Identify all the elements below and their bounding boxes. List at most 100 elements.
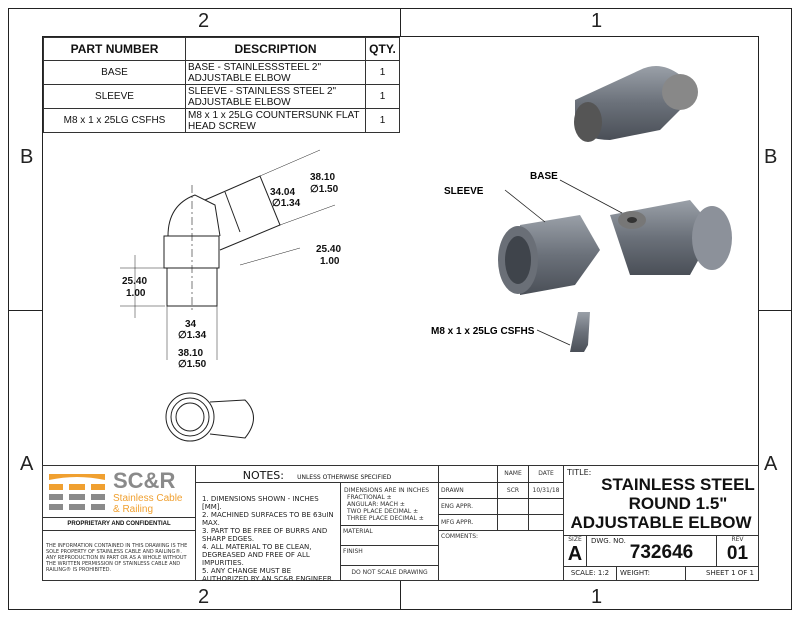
part-description: SLEEVE - STAINLESS STEEL 2" ADJUSTABLE E… <box>185 84 366 109</box>
dwg-no-cell: DWG. NO. 732646 <box>586 535 717 567</box>
iso-assembled-view <box>574 66 698 142</box>
title-line: STAINLESS STEEL <box>601 475 755 494</box>
rev-value: 01 <box>726 543 749 564</box>
iso-exploded-view <box>498 200 732 352</box>
dimension-labels: 38.10 ∅1.50 34.04 ∅1.34 25.40 1.00 25.40… <box>122 172 341 370</box>
tolerance-heading: DIMENSIONS ARE IN INCHES <box>344 487 430 494</box>
zone-divider <box>8 310 42 311</box>
callout-screw: M8 x 1 x 25LG CSFHS <box>431 326 535 337</box>
notes-body: 1. DIMENSIONS SHOWN - INCHES [MM]. 2. MA… <box>195 482 341 583</box>
notes-header: NOTES: UNLESS OTHERWISE SPECIFIED <box>195 465 439 483</box>
dim-label: 34 <box>185 319 197 330</box>
zone-label: 2 <box>198 10 210 32</box>
logo-area: SC&R Stainless Cable & Railing <box>42 465 196 518</box>
zone-label: A <box>20 453 34 475</box>
zone-label: 2 <box>198 586 210 608</box>
proprietary-label: PROPRIETARY AND CONFIDENTIAL <box>42 517 196 531</box>
scale-field: SCALE: 1:2 <box>563 566 617 581</box>
part-description: M8 x 1 x 25LG COUNTERSUNK FLAT HEAD SCRE… <box>185 108 366 133</box>
note-item: 4. ALL MATERIAL TO BE CLEAN, DEGREASED A… <box>202 543 312 567</box>
part-number: M8 x 1 x 25LG CSFHS <box>43 108 186 133</box>
tolerance-block: DIMENSIONS ARE IN INCHES FRACTIONAL ± AN… <box>340 482 439 526</box>
size-cell: SIZE A <box>563 535 587 567</box>
tolerance-row: TWO PLACE DECIMAL ± <box>347 508 419 515</box>
part-description: BASE - STAINLESSSTEEL 2" ADJUSTABLE ELBO… <box>185 60 366 85</box>
title-area: TITLE: STAINLESS STEEL ROUND 1.5" ADJUST… <box>563 465 759 536</box>
zone-divider <box>400 581 401 610</box>
dim-label: ∅1.34 <box>178 330 207 341</box>
dwg-no-label: DWG. NO. <box>591 537 626 545</box>
eng-appr-name <box>497 498 529 515</box>
logo-line2: & Railing <box>113 504 154 515</box>
tolerance-row: THREE PLACE DECIMAL ± <box>347 515 424 522</box>
finish-field: FINISH <box>340 545 439 566</box>
callout-sleeve: SLEEVE <box>444 186 484 197</box>
logo-mark-icon <box>49 474 105 510</box>
weight-field: WEIGHT: <box>616 566 686 581</box>
note-item: 2. MACHINED SURFACES TO BE 63uIN MAX. <box>202 511 334 527</box>
dim-label: 38.10 <box>178 348 203 359</box>
callout-leaders <box>504 179 623 346</box>
zone-label: B <box>764 146 778 168</box>
title-line: ADJUSTABLE ELBOW <box>570 513 752 532</box>
top-view <box>165 392 254 442</box>
column-header: QTY. <box>365 37 400 61</box>
part-qty: 1 <box>365 60 400 85</box>
zone-label: 1 <box>591 586 603 608</box>
dwg-no-value: 732646 <box>629 542 694 563</box>
part-qty: 1 <box>365 84 400 109</box>
notes-heading: NOTES: <box>242 469 284 482</box>
eng-appr-date <box>528 498 564 515</box>
sheet-field: SHEET 1 OF 1 <box>685 566 759 581</box>
tolerance-row: ANGULAR: MACH ± <box>347 501 405 508</box>
confidential-text: THE INFORMATION CONTAINED IN THIS DRAWIN… <box>42 530 196 581</box>
part-qty: 1 <box>365 108 400 133</box>
column-header: DESCRIPTION <box>185 37 366 61</box>
dim-label: 1.00 <box>320 256 340 267</box>
table-header-row: PART NUMBER DESCRIPTION QTY. <box>43 37 400 61</box>
note-item: 3. PART TO BE FREE OF BURRS AND SHARP ED… <box>202 527 328 543</box>
dim-label: ∅1.50 <box>310 184 339 195</box>
drawing-title: STAINLESS STEEL ROUND 1.5" ADJUSTABLE EL… <box>564 475 758 532</box>
mfg-appr-label: MFG APPR. <box>438 514 498 531</box>
logo-line1: Stainless Cable <box>113 493 183 504</box>
mfg-appr-date <box>528 514 564 531</box>
rev-cell: REV 01 <box>716 535 759 567</box>
size-label: SIZE <box>568 536 582 543</box>
zone-divider <box>400 8 401 36</box>
tolerance-row: FRACTIONAL ± <box>347 494 392 501</box>
dim-label: 25.40 <box>316 244 341 255</box>
size-value: A <box>567 543 583 565</box>
elbow-curve <box>167 194 221 237</box>
approval-blank <box>438 465 498 483</box>
rev-label: REV <box>731 536 744 543</box>
drawn-name: SCR <box>497 482 529 499</box>
logo-brand: SC&R <box>113 468 176 493</box>
title-line: ROUND 1.5" <box>628 494 728 513</box>
zone-label: A <box>764 453 778 475</box>
dim-label: 1.00 <box>126 288 146 299</box>
eng-appr-label: ENG APPR. <box>438 498 498 515</box>
dim-label: 34.04 <box>270 187 295 198</box>
note-item: 1. DIMENSIONS SHOWN - INCHES [MM]. <box>202 495 319 511</box>
zone-label: 1 <box>591 10 603 32</box>
side-view <box>120 149 336 360</box>
no-scale-note: DO NOT SCALE DRAWING <box>340 565 439 581</box>
notes-subheading: UNLESS OTHERWISE SPECIFIED <box>297 474 392 481</box>
zone-divider <box>759 310 792 311</box>
dim-label: 38.10 <box>310 172 335 183</box>
zone-label: B <box>20 146 34 168</box>
dim-label: 25.40 <box>122 276 147 287</box>
comments-field: COMMENTS: <box>438 530 564 581</box>
title-label: TITLE: <box>567 468 592 477</box>
drawn-date: 10/31/18 <box>528 482 564 499</box>
mfg-appr-name <box>497 514 529 531</box>
date-header: DATE <box>528 465 564 483</box>
drawn-label: DRAWN <box>438 482 498 499</box>
material-field: MATERIAL <box>340 525 439 546</box>
dim-label: ∅1.34 <box>272 198 301 209</box>
